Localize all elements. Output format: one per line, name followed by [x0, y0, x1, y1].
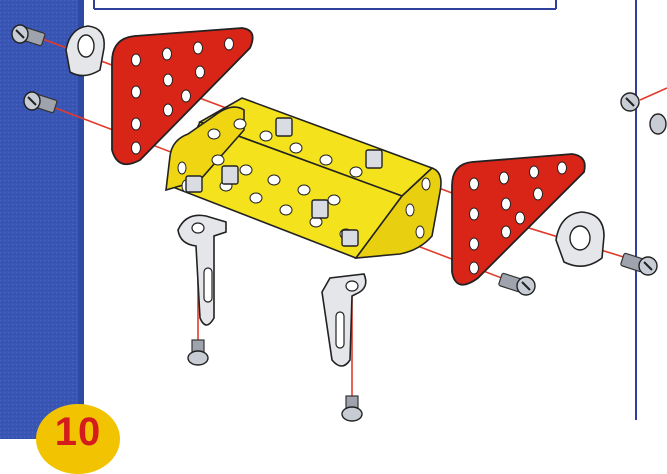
angle-bracket-lower-left — [178, 215, 226, 325]
top-frame — [94, 0, 556, 9]
bolt-bottom-right — [342, 396, 362, 421]
bolt-bottom-left — [188, 340, 208, 365]
bolt-right-far — [620, 253, 657, 275]
angle-bracket-right — [556, 212, 604, 266]
bolt-right-lower — [498, 273, 535, 295]
assembly-illustration — [0, 0, 667, 439]
angle-bracket-lower-right — [322, 274, 366, 366]
step-number-badge: 10 — [36, 404, 120, 474]
